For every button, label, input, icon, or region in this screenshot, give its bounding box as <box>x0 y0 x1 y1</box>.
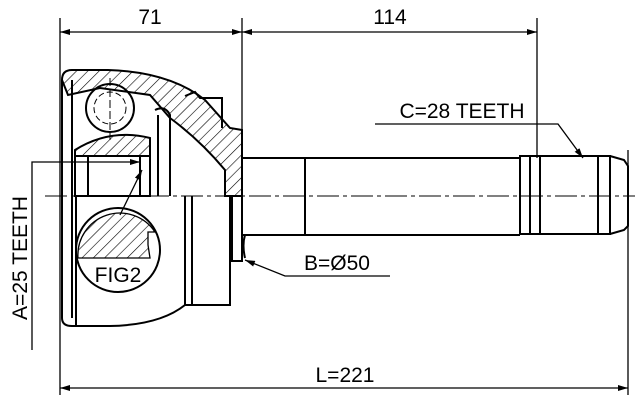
outer-race <box>60 69 629 327</box>
leader-b <box>244 259 390 277</box>
dim-114: 114 <box>373 6 407 29</box>
fig2-detail: FIG2 <box>75 169 161 293</box>
dim-overall-length: L=221 <box>316 364 375 387</box>
leader-a <box>31 159 140 350</box>
dim-71: 71 <box>138 6 161 29</box>
label-a-teeth: A=25 TEETH <box>9 196 32 320</box>
label-c-teeth: C=28 TEETH <box>399 100 524 123</box>
leader-c <box>375 123 584 159</box>
label-b-diameter: B=Ø50 <box>304 252 370 275</box>
fig2-label: FIG2 <box>95 264 142 287</box>
